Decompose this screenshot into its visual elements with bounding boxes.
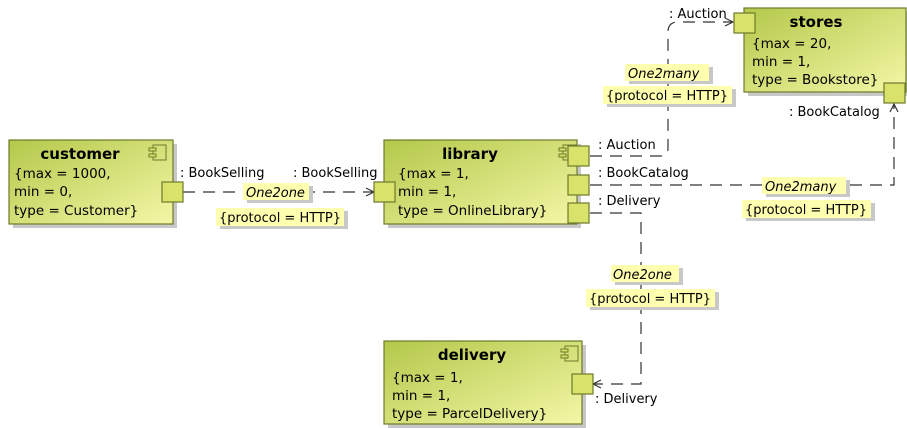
- port-library-bookselling[interactable]: [373, 181, 396, 203]
- port-library-delivery[interactable]: [567, 202, 590, 224]
- note-auction-protocol: {protocol = HTTP}: [603, 86, 736, 107]
- component-attr-max: {max = 20,: [752, 36, 831, 52]
- port-label-customer-bookselling: : BookSelling: [180, 166, 264, 181]
- svg-text:{protocol = HTTP}: {protocol = HTTP}: [745, 203, 867, 218]
- component-attr-max: {max = 1,: [398, 166, 469, 182]
- connector-delivery: [590, 212, 642, 384]
- note-bookcatalog-protocol: {protocol = HTTP}: [742, 200, 875, 221]
- component-delivery[interactable]: delivery {max = 1, min = 1, type = Parce…: [383, 340, 586, 428]
- port-label-library-bookselling: : BookSelling: [293, 166, 377, 181]
- svg-text:One2many: One2many: [765, 180, 837, 195]
- component-title: stores: [790, 13, 843, 31]
- component-icon: [148, 144, 167, 161]
- port-label-stores-bookcatalog: : BookCatalog: [789, 105, 880, 120]
- port-label-library-auction: : Auction: [598, 138, 656, 153]
- component-box: [383, 139, 578, 225]
- component-attr-type: type = Customer}: [14, 203, 138, 219]
- component-customer[interactable]: customer {max = 1000, min = 0, type = Cu…: [8, 139, 177, 228]
- component-title: library: [442, 145, 498, 163]
- component-box: [383, 340, 583, 425]
- component-attr-max: {max = 1,: [392, 370, 463, 386]
- svg-text:One2one: One2one: [613, 268, 672, 283]
- port-label-delivery-delivery: : Delivery: [595, 392, 658, 407]
- component-title: delivery: [438, 346, 507, 364]
- component-attr-min: min = 0,: [14, 184, 72, 200]
- port-delivery-delivery[interactable]: [571, 373, 594, 395]
- component-attr-min: min = 1,: [752, 54, 810, 70]
- component-title: customer: [40, 145, 120, 163]
- note-bookselling-multiplicity: One2one: [243, 183, 313, 203]
- port-library-auction[interactable]: [567, 145, 590, 167]
- component-attr-min: min = 1,: [392, 388, 450, 404]
- port-label-stores-auction: : Auction: [669, 7, 727, 22]
- component-attr-min: min = 1,: [398, 184, 456, 200]
- component-attr-type: type = Bookstore}: [752, 72, 878, 88]
- svg-text:One2one: One2one: [246, 186, 305, 201]
- port-stores-bookcatalog[interactable]: [883, 82, 906, 104]
- component-attr-type: type = ParcelDelivery}: [392, 406, 547, 422]
- component-stores[interactable]: stores {max = 20, min = 1, type = Bookst…: [743, 7, 907, 96]
- svg-text:One2many: One2many: [628, 67, 700, 82]
- component-attr-max: {max = 1000,: [14, 166, 111, 182]
- note-bookselling-protocol: {protocol = HTTP}: [216, 208, 348, 229]
- note-auction-multiplicity: One2many: [625, 64, 713, 84]
- svg-text:{protocol = HTTP}: {protocol = HTTP}: [589, 292, 711, 307]
- component-box: [743, 7, 907, 93]
- component-box: [8, 139, 174, 225]
- connector-bookcatalog: [590, 104, 894, 186]
- port-customer-bookselling[interactable]: [161, 181, 184, 203]
- port-label-library-bookcatalog: : BookCatalog: [598, 166, 689, 181]
- component-library[interactable]: library {max = 1, min = 1, type = Online…: [383, 139, 581, 228]
- port-label-library-delivery: : Delivery: [598, 194, 661, 209]
- component-attr-type: type = OnlineLibrary}: [398, 203, 547, 219]
- svg-text:{protocol = HTTP}: {protocol = HTTP}: [606, 89, 728, 104]
- note-delivery-protocol: {protocol = HTTP}: [586, 289, 719, 310]
- component-icon: [560, 345, 579, 362]
- svg-text:{protocol = HTTP}: {protocol = HTTP}: [219, 211, 341, 226]
- port-library-bookcatalog[interactable]: [567, 174, 590, 196]
- note-delivery-multiplicity: One2one: [611, 265, 683, 285]
- port-stores-auction[interactable]: [733, 12, 756, 34]
- note-bookcatalog-multiplicity: One2many: [762, 177, 850, 197]
